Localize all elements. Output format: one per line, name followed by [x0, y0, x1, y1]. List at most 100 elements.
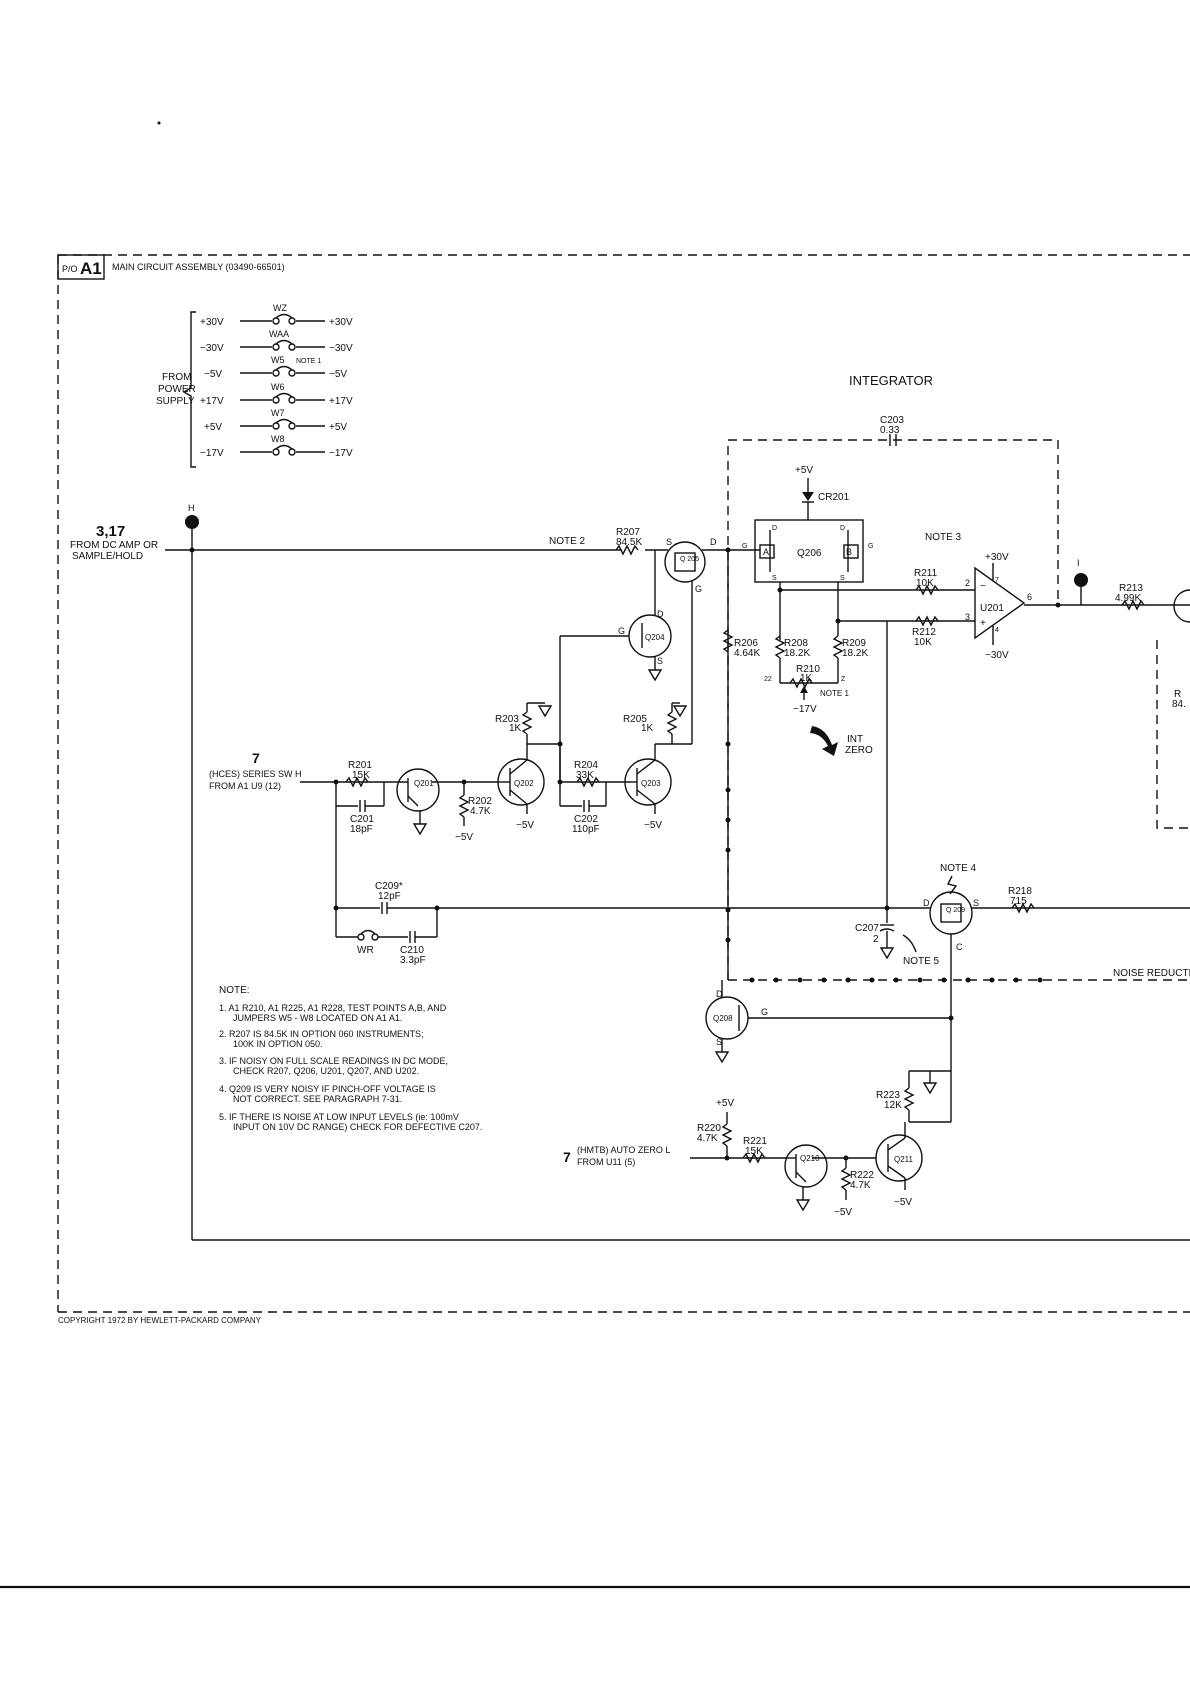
r205-resistor [666, 711, 678, 735]
part-id: A1 [80, 259, 102, 278]
r211-ref: R211 [914, 568, 938, 579]
r210-supply: −17V [793, 704, 817, 715]
u201-pin6: 6 [1027, 592, 1032, 602]
c203-val: 0.33 [880, 425, 900, 436]
q203-supply: −5V [644, 820, 662, 831]
int-zero-2: ZERO [845, 745, 873, 756]
q201-ref: Q201 [414, 779, 434, 788]
r210-note: NOTE 1 [820, 689, 849, 698]
q202-transistor: Q202 −5V [497, 744, 545, 831]
noise-reduction-bus: NOISE REDUCTI [728, 968, 1190, 983]
jumper-row-4-ref: W7 [271, 408, 285, 418]
note5-label: NOTE 5 [903, 956, 940, 967]
q205-g: G [695, 584, 702, 594]
note-line-6: 4. Q209 IS VERY NOISY IF PINCH-OFF VOLTA… [219, 1084, 436, 1094]
q204-fet: Q204 G D S [559, 550, 672, 782]
r203-val: 1K [509, 723, 522, 734]
notes-heading: NOTE: [219, 985, 250, 996]
q211-transistor: Q211 −5V [812, 1122, 923, 1208]
q209-ref: Q 209 [946, 907, 965, 914]
q209-d: D [923, 898, 930, 908]
integrator-heading: INTEGRATOR [849, 373, 933, 388]
r209-ref: R209 [842, 638, 866, 649]
r222-resistor [840, 1167, 852, 1191]
note-line-8: 5. IF THERE IS NOISE AT LOW INPUT LEVELS… [219, 1112, 459, 1122]
r204-resistor [576, 776, 600, 788]
r209-resistor [832, 635, 844, 659]
series-input-label-1: (HCES) SERIES SW H [209, 769, 302, 779]
note-line-3: 100K IN OPTION 050. [233, 1039, 323, 1049]
test-point-h-label: H [188, 503, 195, 513]
q203-ref: Q203 [641, 779, 661, 788]
q209-s: S [973, 898, 979, 908]
q206-d-a: D [772, 525, 777, 532]
c209-val: 12pF [378, 891, 401, 902]
c210-val: 3.3pF [400, 955, 426, 966]
jumper-row-5-ref: W8 [271, 434, 285, 444]
q206-g-a: G [742, 543, 747, 550]
c202-ref: C202 [574, 814, 598, 825]
cr201-diode: +5V CR201 [795, 465, 850, 520]
r221-ref: R221 [743, 1136, 767, 1147]
r218-val: 715 [1010, 896, 1027, 907]
r210-val: 1K [800, 673, 813, 684]
c207-ref: C207 [855, 923, 879, 934]
r220-supply: +5V [716, 1098, 734, 1109]
r204-val: 33K [576, 770, 594, 781]
test-point-i [1074, 573, 1088, 587]
r-cut-ref: R [1174, 689, 1181, 700]
note2-label: NOTE 2 [549, 536, 586, 547]
u201-pin7: 7 [995, 577, 999, 584]
u201-plus-supply: +30V [985, 552, 1009, 563]
c209-ref: C209* [375, 881, 403, 892]
r205-ref: R205 [623, 714, 647, 725]
test-point-i-label: I [1077, 558, 1080, 568]
series-input-label-2: FROM A1 U9 (12) [209, 781, 281, 791]
r223-val: 12K [884, 1100, 902, 1111]
q206-b: B [846, 547, 852, 557]
r-cut-val: 84. [1172, 699, 1186, 710]
r210-ref: R210 [796, 664, 820, 675]
r206-resistor [722, 629, 734, 653]
u201-minus: − [980, 581, 986, 592]
jumper-row-0-right: +30V [329, 317, 353, 328]
r202-ref: R202 [468, 796, 492, 807]
r223-ref: R223 [876, 1090, 900, 1101]
r208-ref: R208 [784, 638, 808, 649]
r213-val: 4.99K [1115, 593, 1141, 604]
main-input: H 3,17 FROM DC AMP OR SAMPLE/HOLD [70, 503, 1190, 1241]
r203-ref: R203 [495, 714, 519, 725]
note-line-4: 3. IF NOISY ON FULL SCALE READINGS IN DC… [219, 1056, 448, 1066]
r201-resistor [345, 776, 369, 788]
r218-resistor [1011, 902, 1035, 914]
r206-val: 4.64K [734, 648, 760, 659]
q206-ref: Q206 [797, 548, 822, 559]
q202-supply: −5V [516, 820, 534, 831]
r211-val: 10K [916, 578, 934, 589]
q203-transistor: Q203 −5V [624, 743, 672, 831]
main-input-label-1: FROM DC AMP OR [70, 540, 158, 551]
copyright: COPYRIGHT 1972 BY HEWLETT-PACKARD COMPAN… [58, 1316, 262, 1325]
q206-s-b: S [840, 575, 845, 582]
r222-val: 4.7K [850, 1180, 871, 1191]
r210-pinz: Z [841, 676, 846, 683]
r222-supply: −5V [834, 1207, 852, 1218]
main-input-label-2: SAMPLE/HOLD [72, 551, 143, 562]
note-line-5: CHECK R207, Q206, U201, Q207, AND U202. [233, 1066, 419, 1076]
r221-resistor [742, 1152, 766, 1164]
c201-ref: C201 [350, 814, 374, 825]
q204-g: G [618, 626, 625, 636]
cr201-ref: CR201 [818, 492, 850, 503]
assembly-border [57, 254, 1190, 1313]
q208-ref: Q208 [713, 1014, 733, 1023]
q205-ref: Q 205 [680, 556, 699, 563]
r208-resistor [774, 635, 786, 659]
r201-val: 15K [352, 770, 370, 781]
q211-ref: Q211 [894, 1155, 914, 1164]
r207-val: 84.5K [616, 537, 642, 548]
q204-s: S [657, 656, 663, 666]
q206-g-b: G [868, 543, 873, 550]
note-line-7: NOT CORRECT. SEE PARAGRAPH 7-31. [233, 1094, 402, 1104]
r202-resistor [458, 794, 470, 818]
